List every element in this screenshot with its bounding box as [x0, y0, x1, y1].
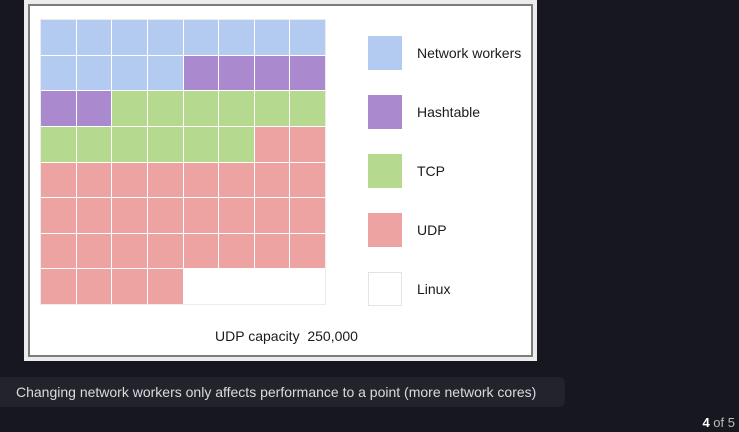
- waffle-cell: [76, 126, 112, 162]
- waffle-cell: [147, 269, 183, 304]
- waffle-cell: [76, 20, 112, 55]
- waffle-cell: [290, 55, 325, 91]
- waffle-cell: [41, 91, 76, 126]
- waffle-cell: [112, 55, 147, 91]
- waffle-cell: [41, 269, 76, 304]
- legend-label: UDP: [417, 221, 447, 238]
- waffle-cell: [147, 20, 183, 55]
- udp-capacity-value: 250,000: [307, 328, 358, 344]
- waffle-cell: [290, 20, 325, 55]
- waffle-cell: [112, 198, 147, 233]
- waffle-cell: [41, 233, 76, 269]
- slide-caption-text: Changing network workers only affects pe…: [16, 384, 537, 400]
- waffle-cell: [219, 91, 254, 126]
- waffle-cell: [76, 91, 112, 126]
- waffle-cell: [147, 55, 183, 91]
- slide-counter: 4 of 5: [702, 415, 735, 430]
- waffle-cell: [76, 233, 112, 269]
- waffle-cell: [290, 233, 325, 269]
- waffle-cell: [112, 162, 147, 198]
- waffle-cell: [112, 233, 147, 269]
- waffle-cell: [254, 233, 290, 269]
- waffle-cell: [183, 20, 219, 55]
- legend-swatch: [368, 35, 402, 70]
- waffle-cell: [41, 126, 76, 162]
- waffle-cell: [147, 91, 183, 126]
- legend-label: TCP: [417, 162, 445, 179]
- legend-item: UDP: [368, 200, 528, 259]
- waffle-cell: [219, 162, 254, 198]
- waffle-cell: [290, 198, 325, 233]
- waffle-cell: [76, 55, 112, 91]
- waffle-cell: [147, 126, 183, 162]
- waffle-cell: [147, 198, 183, 233]
- waffle-cell: [254, 198, 290, 233]
- waffle-cell: [290, 91, 325, 126]
- legend-label: Network workers: [417, 44, 522, 61]
- waffle-cell: [183, 126, 219, 162]
- waffle-cell: [290, 162, 325, 198]
- udp-capacity-text: UDP capacity: [215, 328, 300, 344]
- legend-swatch: [368, 94, 402, 129]
- slide-caption: Changing network workers only affects pe…: [0, 377, 565, 407]
- legend-item: TCP: [368, 141, 528, 200]
- waffle-cell: [41, 55, 76, 91]
- slide-counter-total: 5: [727, 415, 735, 430]
- legend-item: Linux: [368, 259, 528, 318]
- waffle-grid: [40, 19, 326, 305]
- waffle-cell: [254, 162, 290, 198]
- legend-swatch: [368, 153, 402, 188]
- waffle-cell: [290, 269, 325, 304]
- waffle-cell: [254, 269, 290, 304]
- waffle-cell: [76, 269, 112, 304]
- waffle-cell: [254, 20, 290, 55]
- waffle-cell: [183, 233, 219, 269]
- legend-label: Hashtable: [417, 103, 481, 120]
- waffle-cell: [147, 162, 183, 198]
- waffle-cell: [147, 233, 183, 269]
- waffle-cell: [219, 20, 254, 55]
- waffle-cell: [254, 91, 290, 126]
- waffle-cell: [112, 126, 147, 162]
- waffle-cell: [183, 91, 219, 126]
- waffle-cell: [112, 269, 147, 304]
- waffle-cell: [183, 55, 219, 91]
- slide-counter-of: of: [713, 415, 725, 430]
- waffle-cell: [290, 126, 325, 162]
- waffle-cell: [76, 162, 112, 198]
- legend-swatch: [368, 212, 402, 247]
- waffle-cell: [112, 20, 147, 55]
- waffle-cell: [183, 198, 219, 233]
- udp-capacity-label: UDP capacity 250,000: [30, 328, 531, 344]
- waffle-cell: [112, 91, 147, 126]
- waffle-cell: [219, 198, 254, 233]
- legend-item: Hashtable: [368, 82, 528, 141]
- waffle-cell: [219, 55, 254, 91]
- waffle-cell: [41, 162, 76, 198]
- waffle-cell: [254, 55, 290, 91]
- legend-swatch: [368, 271, 402, 306]
- waffle-cell: [183, 269, 219, 304]
- waffle-cell: [41, 198, 76, 233]
- waffle-cell: [183, 162, 219, 198]
- waffle-cell: [41, 20, 76, 55]
- slide-counter-current: 4: [702, 415, 710, 430]
- legend-label: Linux: [417, 280, 451, 297]
- waffle-cell: [254, 126, 290, 162]
- waffle-cell: [76, 198, 112, 233]
- legend-item: Network workers: [368, 23, 528, 82]
- waffle-cell: [219, 126, 254, 162]
- waffle-cell: [219, 269, 254, 304]
- waffle-cell: [219, 233, 254, 269]
